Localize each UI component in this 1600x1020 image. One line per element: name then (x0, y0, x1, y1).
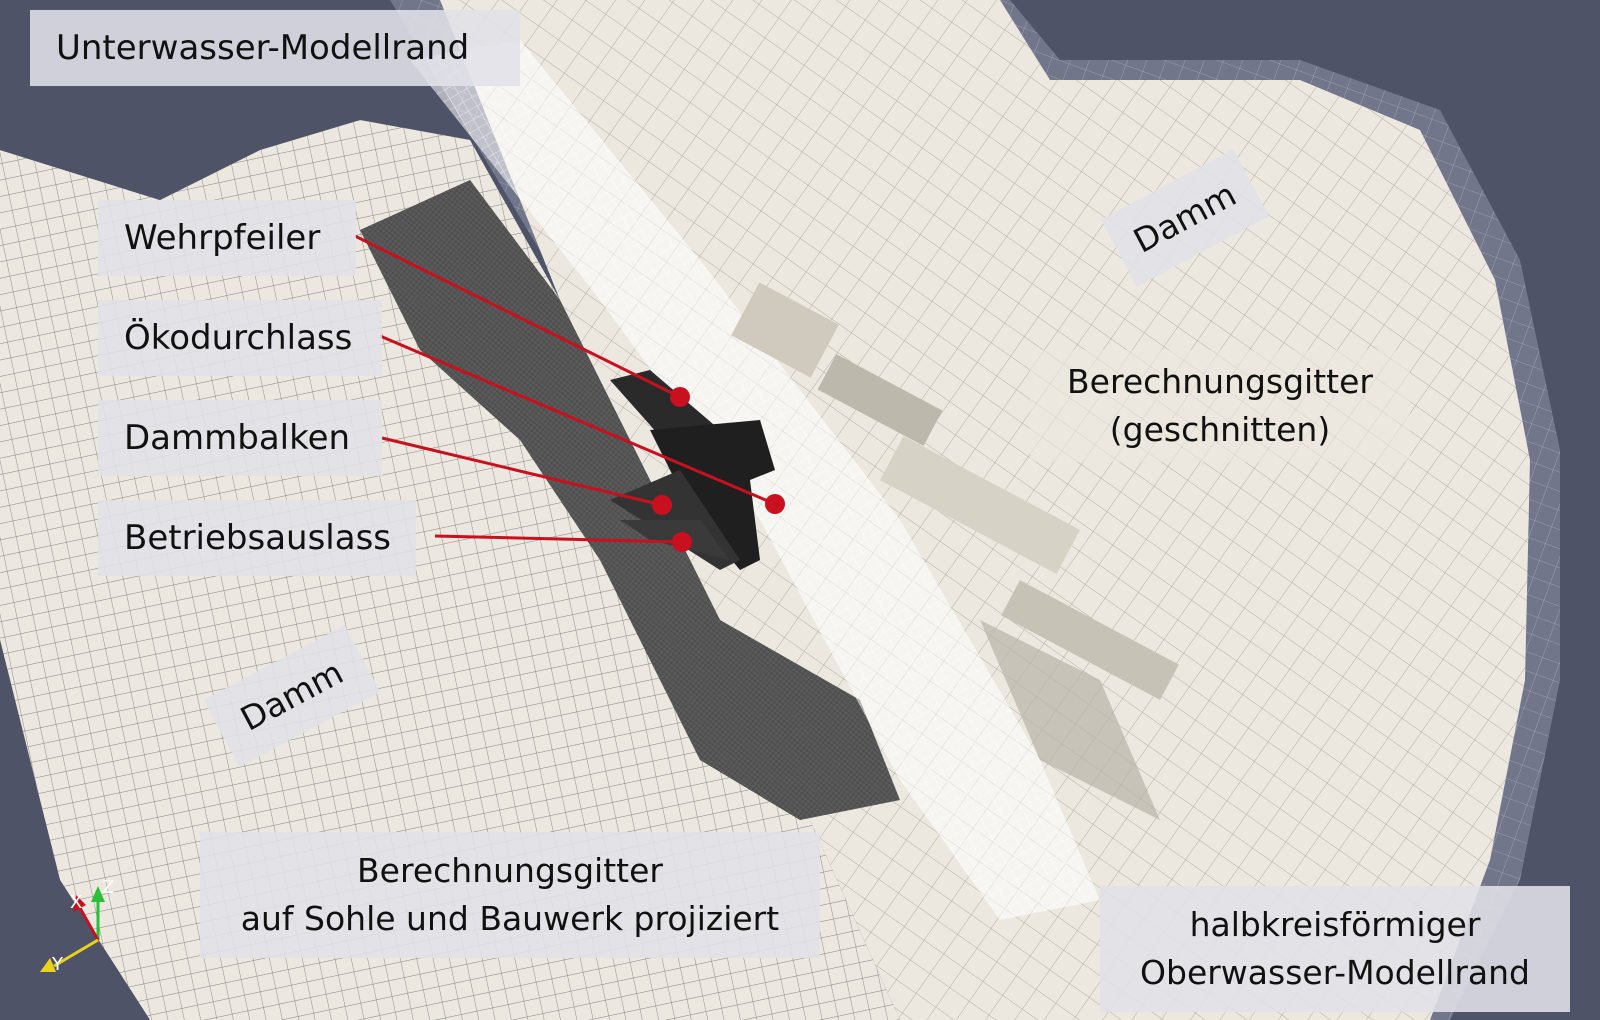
axis-z-label: Z (102, 877, 114, 898)
label-mesh-cut-line2: (geschnitten) (1109, 410, 1331, 449)
label-upstream-boundary: halbkreisförmiger Oberwasser-Modellrand (1100, 886, 1570, 1012)
label-mesh-projected: Berechnungsgitter auf Sohle und Bauwerk … (200, 832, 820, 958)
label-eco-passage: Ökodurchlass (98, 300, 382, 376)
label-downstream-boundary: Unterwasser-Modellrand (30, 10, 520, 86)
leader-pier (354, 234, 681, 399)
label-stoplog: Dammbalken (98, 400, 382, 476)
label-upstream-boundary-line2: Oberwasser-Modellrand (1140, 953, 1530, 992)
leader-operating-outlet (434, 534, 683, 544)
axis-y-label: Y (51, 954, 64, 975)
weir-structure (610, 370, 775, 570)
label-pier: Wehrpfeiler (98, 200, 356, 276)
label-mesh-projected-line1: Berechnungsgitter (357, 851, 663, 890)
axis-x-label: X (70, 892, 82, 913)
axis-triad: X Z Y (40, 877, 114, 975)
label-mesh-cut-line1: Berechnungsgitter (1067, 362, 1373, 401)
label-mesh-cut: Berechnungsgitter (geschnitten) (1030, 350, 1410, 462)
leader-lines (354, 234, 776, 544)
label-mesh-projected-line2: auf Sohle und Bauwerk projiziert (240, 899, 780, 938)
leader-dot-pier (670, 387, 690, 407)
label-upstream-boundary-line1: halbkreisförmiger (1189, 905, 1481, 944)
leader-dot-operating-outlet (672, 532, 692, 552)
leader-stoplog (381, 436, 663, 507)
leader-eco-passage (379, 334, 776, 506)
label-operating-outlet: Betriebsauslass (98, 500, 416, 576)
leader-dot-stoplog (652, 495, 672, 515)
leader-dot-eco-passage (765, 494, 785, 514)
